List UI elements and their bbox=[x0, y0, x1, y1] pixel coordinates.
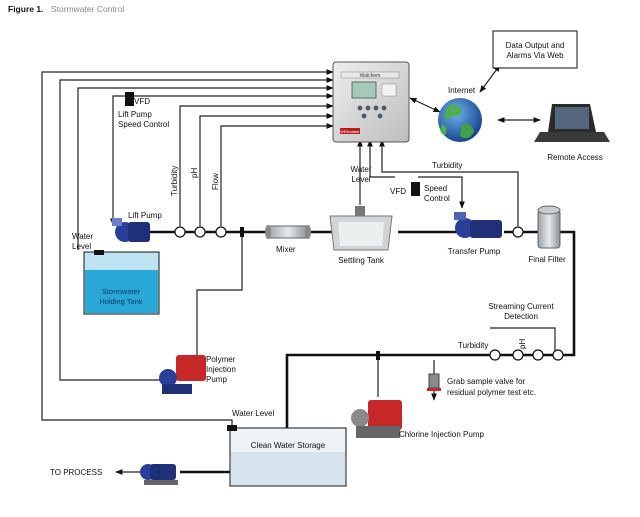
figure-number: Figure 1. bbox=[8, 4, 43, 14]
streaming-current-sensor-b bbox=[552, 349, 564, 361]
flow-label: Flow bbox=[211, 173, 220, 190]
chlorine-injection-point bbox=[376, 351, 380, 360]
vfd-transfer-pump-indicator bbox=[411, 182, 420, 196]
grab-sample-line-2: residual polymer test etc. bbox=[447, 388, 536, 397]
turbidity-bottom-label: Turbidity bbox=[458, 341, 488, 350]
lift-pump-icon bbox=[112, 218, 150, 242]
vfd-lift-pump-indicator bbox=[125, 92, 134, 106]
turbidity-sensor-bottom bbox=[489, 349, 501, 361]
controller-model-badge: WEBmaster bbox=[340, 130, 360, 134]
data-output-line-2: Alarms Via Web bbox=[506, 51, 564, 60]
data-output-box bbox=[492, 30, 578, 69]
signal-lines bbox=[41, 64, 556, 475]
stormwater-holding-tank bbox=[83, 250, 160, 315]
water-level-center-line-1: Water bbox=[350, 165, 371, 174]
turbidity-sensor-mid bbox=[512, 226, 524, 238]
final-filter-icon bbox=[537, 205, 561, 249]
streaming-current-line-2: Detection bbox=[504, 312, 538, 321]
water-level-center-line-2: Level bbox=[351, 175, 370, 184]
globe-icon bbox=[438, 98, 482, 142]
polymer-pump-line-2: Injection bbox=[206, 365, 236, 374]
turbidity-top-label: Turbidity bbox=[170, 166, 179, 196]
mixer-icon bbox=[265, 225, 311, 239]
settling-tank-icon bbox=[329, 206, 393, 251]
polymer-pump-icon bbox=[159, 355, 206, 394]
water-level-left-line-2: Level bbox=[72, 242, 91, 251]
final-filter-label: Final Filter bbox=[528, 255, 566, 264]
grab-sample-valve-icon bbox=[427, 373, 441, 391]
laptop-icon bbox=[534, 104, 610, 142]
controller-brand: Walchem bbox=[360, 73, 381, 79]
holding-tank-line-2: Holding Tank bbox=[99, 297, 142, 306]
streaming-current-sensor-a bbox=[532, 349, 544, 361]
ph-sensor-top bbox=[194, 226, 206, 238]
transfer-pump-label: Transfer Pump bbox=[448, 247, 501, 256]
chlorine-pump-icon bbox=[351, 400, 402, 438]
transfer-pump-icon bbox=[454, 212, 502, 238]
ph-bottom-label: pH bbox=[518, 339, 527, 349]
to-process-label: TO PROCESS bbox=[50, 468, 102, 477]
vfd-mid-label: VFD bbox=[390, 187, 406, 196]
data-output-line-1: Data Output and bbox=[506, 41, 565, 50]
turbidity-mid-label: Turbidity bbox=[432, 161, 462, 170]
water-level-left-line-1: Water bbox=[72, 232, 93, 241]
streaming-current-line-1: Streaming Current bbox=[488, 302, 554, 311]
chlorine-pump-label: Chlorine Injection Pump bbox=[399, 430, 484, 439]
ph-sensor-bottom bbox=[512, 349, 524, 361]
holding-tank-line-1: Stormwater bbox=[102, 287, 141, 296]
water-level-bottom-label: Water Level bbox=[232, 409, 275, 418]
polymer-injection-point bbox=[240, 227, 244, 237]
settling-tank-label: Settling Tank bbox=[338, 256, 385, 265]
clean-water-storage-label: Clean Water Storage bbox=[251, 441, 326, 450]
lift-pump-speed-control-line-2: Speed Control bbox=[118, 120, 169, 129]
lift-pump-label: Lift Pump bbox=[128, 211, 162, 220]
sensors bbox=[174, 226, 564, 361]
grab-sample-line-1: Grab sample valve for bbox=[447, 377, 526, 386]
polymer-pump-line-1: Polymer bbox=[206, 355, 236, 364]
clean-water-storage bbox=[227, 425, 347, 487]
vfd-top-label: VFD bbox=[134, 97, 150, 106]
figure-title: Stormwater Control bbox=[51, 4, 124, 14]
process-pump-icon bbox=[140, 464, 178, 485]
remote-access-label: Remote Access bbox=[547, 153, 603, 162]
internet-label: Internet bbox=[448, 86, 476, 95]
speed-control-line-1: Speed bbox=[424, 184, 447, 193]
lift-pump-speed-control-line-1: Lift Pump bbox=[118, 110, 152, 119]
turbidity-sensor-top bbox=[174, 226, 186, 238]
speed-control-line-2: Control bbox=[424, 194, 450, 203]
polymer-pump-line-3: Pump bbox=[206, 375, 227, 384]
ph-top-label: pH bbox=[190, 168, 199, 178]
flow-sensor bbox=[215, 226, 227, 238]
controller-icon: Walchem WEBmaster bbox=[332, 61, 410, 143]
mixer-label: Mixer bbox=[276, 245, 296, 254]
